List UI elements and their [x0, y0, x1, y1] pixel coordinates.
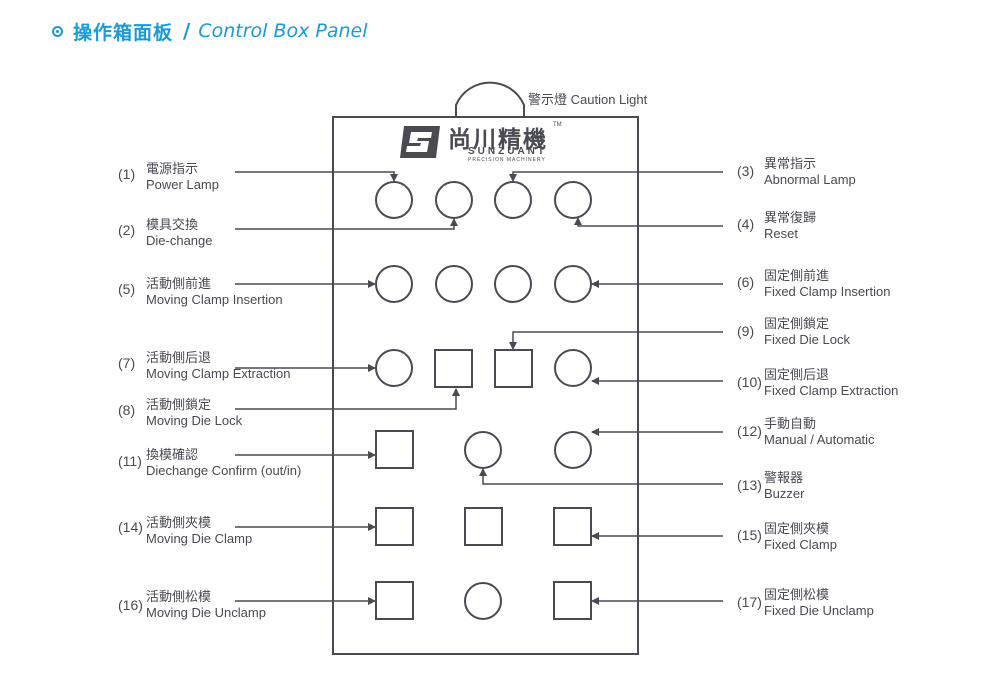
circle-bullet-icon	[52, 25, 63, 37]
panel-button	[435, 265, 473, 303]
moving-die-unclamp-button	[375, 581, 414, 620]
label-number: (5)	[118, 281, 136, 297]
brand-subtitle: PRECISION MACHINERY	[468, 157, 546, 163]
power-lamp	[375, 181, 413, 219]
buzzer	[464, 431, 502, 469]
brand-name-chinese: 尚川精機	[448, 127, 548, 153]
fixed-die-lock-button	[494, 349, 533, 388]
label-number: (9)	[737, 323, 755, 339]
control-box	[332, 116, 639, 655]
caution-light-label: 警示燈 Caution Light	[528, 92, 648, 107]
fixed-die-unclamp-button	[553, 581, 592, 620]
moving-clamp-insertion-button	[375, 265, 413, 303]
fixed-clamp-button	[553, 507, 592, 546]
label-number: (14)	[118, 519, 143, 535]
diechange-confirm-button	[375, 430, 414, 469]
fixed-clamp-insertion-button	[554, 265, 592, 303]
leader-line-8	[235, 388, 460, 410]
leader-line-1	[235, 171, 398, 182]
label-number: (12)	[737, 423, 762, 439]
page-title: 操作箱面板 / Control Box Panel	[52, 16, 368, 46]
label-number: (7)	[118, 355, 136, 371]
leader-line-4	[574, 217, 723, 227]
moving-clamp-extraction-button	[375, 349, 413, 387]
moving-die-lock-button	[434, 349, 473, 388]
die-change-switch	[435, 181, 473, 219]
label-number: (8)	[118, 402, 136, 418]
leader-line-3	[509, 171, 723, 182]
label-number: (2)	[118, 222, 136, 238]
title-english: Control Box Panel	[198, 20, 368, 42]
label-number: (3)	[737, 163, 755, 179]
abnormal-lamp	[494, 181, 532, 219]
reset-button	[554, 181, 592, 219]
leader-line-13	[479, 468, 723, 485]
label-number: (13)	[737, 477, 762, 493]
trademark: TM	[553, 122, 562, 128]
label-number: (4)	[737, 216, 755, 232]
leader-line-2	[235, 218, 458, 230]
panel-button	[464, 582, 502, 620]
label-number: (11)	[118, 453, 142, 469]
label-number: (16)	[118, 597, 143, 613]
brand-name-english: SUNZUANT	[468, 146, 547, 157]
label-number: (17)	[737, 594, 762, 610]
panel-button	[494, 265, 532, 303]
caution-light	[455, 81, 525, 117]
panel-button	[464, 507, 503, 546]
leader-line-9	[509, 331, 723, 350]
moving-die-clamp-button	[375, 507, 414, 546]
title-chinese: 操作箱面板	[73, 21, 174, 44]
fixed-clamp-extraction-button	[554, 349, 592, 387]
label-number: (6)	[737, 274, 755, 290]
label-number: (10)	[737, 374, 762, 390]
manual-automatic-switch	[554, 431, 592, 469]
title-separator: /	[183, 19, 191, 43]
label-number: (1)	[118, 166, 136, 182]
brand-logo-icon	[400, 126, 440, 158]
label-number: (15)	[737, 527, 762, 543]
